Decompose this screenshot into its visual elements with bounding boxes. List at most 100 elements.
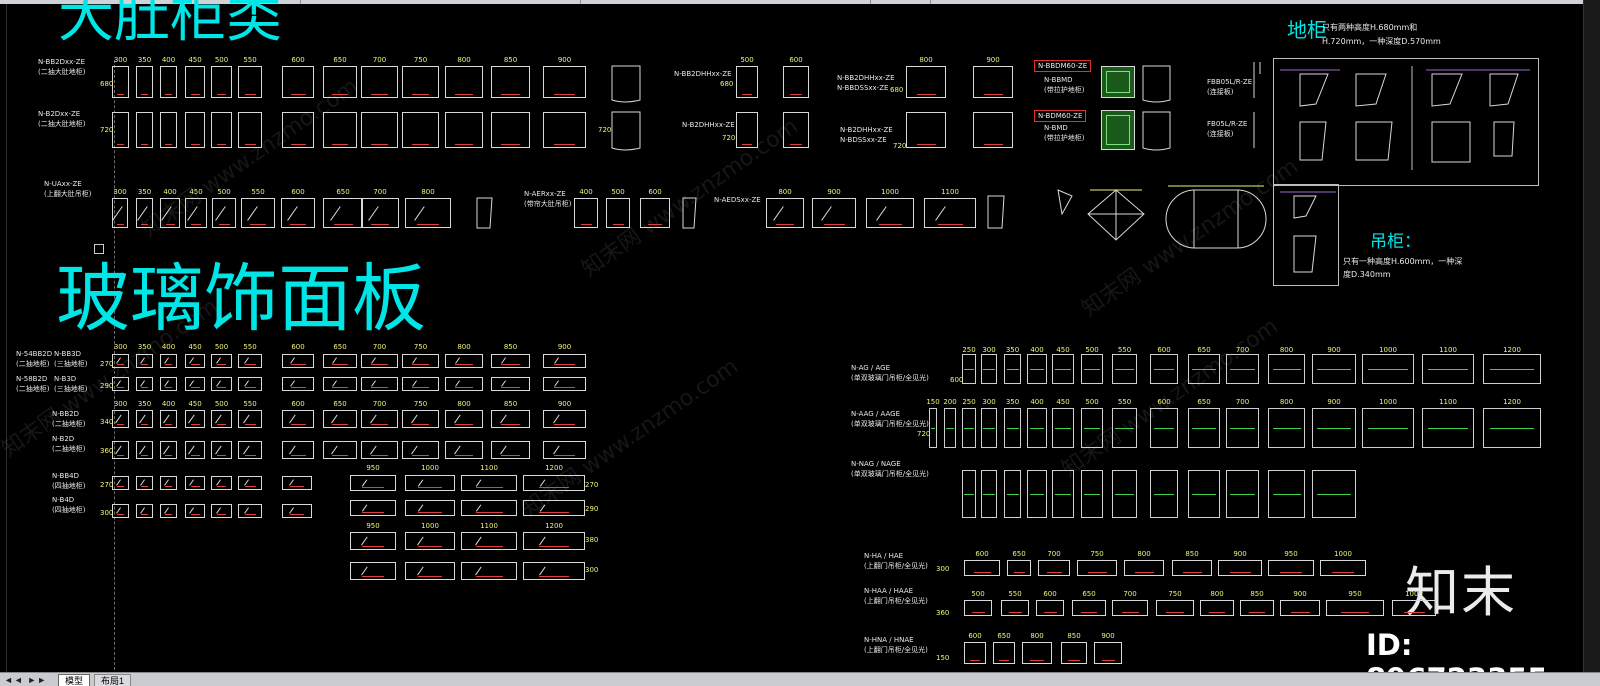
width-label: 400 (161, 400, 176, 408)
width-label: 850 (1185, 550, 1199, 558)
cabinet-elevation (160, 441, 177, 459)
width-label: 1200 (1503, 346, 1521, 354)
cabinet-elevation (1150, 470, 1178, 518)
height-label: 720 (917, 430, 931, 438)
cabinet-elevation (282, 66, 314, 98)
width-label: 650 (1197, 398, 1211, 406)
width-label: 300 (113, 188, 127, 196)
tab-model[interactable]: 模型 (58, 674, 91, 686)
cabinet-elevation (238, 410, 262, 428)
cabinet-elevation (282, 410, 314, 428)
tab-nav-arrows[interactable]: ◄◄ ►► (4, 675, 48, 685)
side-profile-shape (1142, 65, 1171, 103)
section-title-glass-panels: 玻璃饰面板 (56, 256, 426, 342)
width-label: 1100 (480, 522, 498, 530)
cabinet-elevation (1081, 354, 1103, 384)
cabinet-elevation (1150, 408, 1178, 448)
cabinet-elevation (461, 500, 517, 516)
height-label: 290 (585, 505, 599, 513)
cabinet-elevation (1112, 408, 1137, 448)
cabinet-elevation (282, 476, 312, 490)
model-label: N-BBDSSxx-ZE (837, 84, 889, 92)
width-label: 250 (962, 398, 976, 406)
model-label: N-BB2DHHxx-ZE (674, 70, 732, 78)
cabinet-elevation (1036, 600, 1064, 616)
model-label: N-HNA / HNAE (864, 636, 914, 644)
cabinet-elevation (361, 66, 398, 98)
oval-cabinet-plan (1165, 189, 1267, 249)
width-label: 600 (789, 56, 803, 64)
cabinet-elevation (543, 410, 586, 428)
floor-cabinet-title: 地柜 (1287, 18, 1327, 42)
cabinet-elevation (445, 354, 483, 368)
width-label: 350 (137, 56, 152, 64)
model-label: N-AERxx-ZE (524, 190, 566, 198)
cabinet-elevation (866, 198, 914, 228)
width-label: 300 (113, 400, 128, 408)
cabinet-elevation (906, 66, 946, 98)
cabinet-elevation (1004, 470, 1021, 518)
cabinet-elevation (136, 198, 153, 228)
model-label: (单双玻璃门吊柜/全见光) (851, 374, 929, 382)
cabinet-elevation (1022, 642, 1052, 664)
cabinet-elevation (962, 408, 976, 448)
tab-layout1[interactable]: 布局1 (94, 674, 132, 686)
width-label: 1100 (941, 188, 959, 196)
width-label: 550 (243, 400, 257, 408)
section-title-cabinets: 大肚柜类 (58, 0, 282, 50)
width-label: 800 (1279, 398, 1294, 406)
width-label: 850 (1067, 632, 1081, 640)
cabinet-elevation (136, 66, 153, 98)
cabinet-elevation (981, 408, 997, 448)
width-label: 400 (161, 56, 176, 64)
model-label: (三抽地柜) (54, 360, 88, 368)
cabinet-elevation (112, 504, 129, 518)
cabinet-elevation (241, 198, 275, 228)
model-label: N-58B2D (16, 375, 48, 383)
cabinet-elevation (1268, 470, 1305, 518)
cabinet-elevation (211, 441, 232, 459)
cabinet-elevation (361, 198, 399, 228)
model-label: (二抽地柜) (16, 360, 50, 368)
width-label: 800 (457, 343, 471, 351)
cabinet-elevation (402, 354, 439, 368)
width-label: 300 (982, 398, 996, 406)
floor-cabinet-note: 只有两种高度H.680mm和 (1322, 23, 1418, 32)
cabinet-elevation (136, 504, 153, 518)
model-label: N-BB2DHHxx-ZE (837, 74, 895, 82)
cabinet-elevation (361, 112, 398, 148)
width-label: 650 (333, 343, 347, 351)
cabinet-elevation (323, 198, 363, 228)
model-label: N-B2DHHxx-ZE (840, 126, 893, 134)
cabinet-elevation (211, 476, 232, 490)
vertical-scrollbar[interactable] (1583, 0, 1600, 672)
cabinet-elevation (981, 470, 997, 518)
cabinet-elevation (962, 354, 976, 384)
cabinet-elevation (1004, 354, 1021, 384)
width-label: 900 (827, 188, 841, 196)
width-label: 600 (291, 343, 305, 351)
width-label: 750 (413, 56, 428, 64)
cabinet-elevation (523, 500, 585, 516)
width-label: 1000 (421, 522, 439, 530)
width-label: 700 (1235, 398, 1250, 406)
model-label: (上翻门吊柜/全见光) (864, 562, 928, 570)
model-label: N-BDSSxx-ZE (840, 136, 887, 144)
cabinet-elevation (973, 66, 1013, 98)
width-label: 600 (291, 400, 305, 408)
width-label: 850 (503, 343, 518, 351)
width-label: 650 (1082, 590, 1096, 598)
side-profile-shape (987, 195, 1005, 229)
cabinet-elevation (350, 562, 396, 580)
cabinet-elevation (402, 66, 439, 98)
width-label: 800 (421, 188, 435, 196)
width-label: 1100 (480, 464, 498, 472)
cabinet-elevation (238, 441, 262, 459)
cabinet-elevation (981, 354, 997, 384)
width-label: 350 (137, 343, 152, 351)
cabinet-elevation (929, 408, 937, 448)
cabinet-elevation (1150, 354, 1178, 384)
cabinet-elevation (361, 377, 398, 391)
cabinet-elevation (461, 532, 517, 550)
